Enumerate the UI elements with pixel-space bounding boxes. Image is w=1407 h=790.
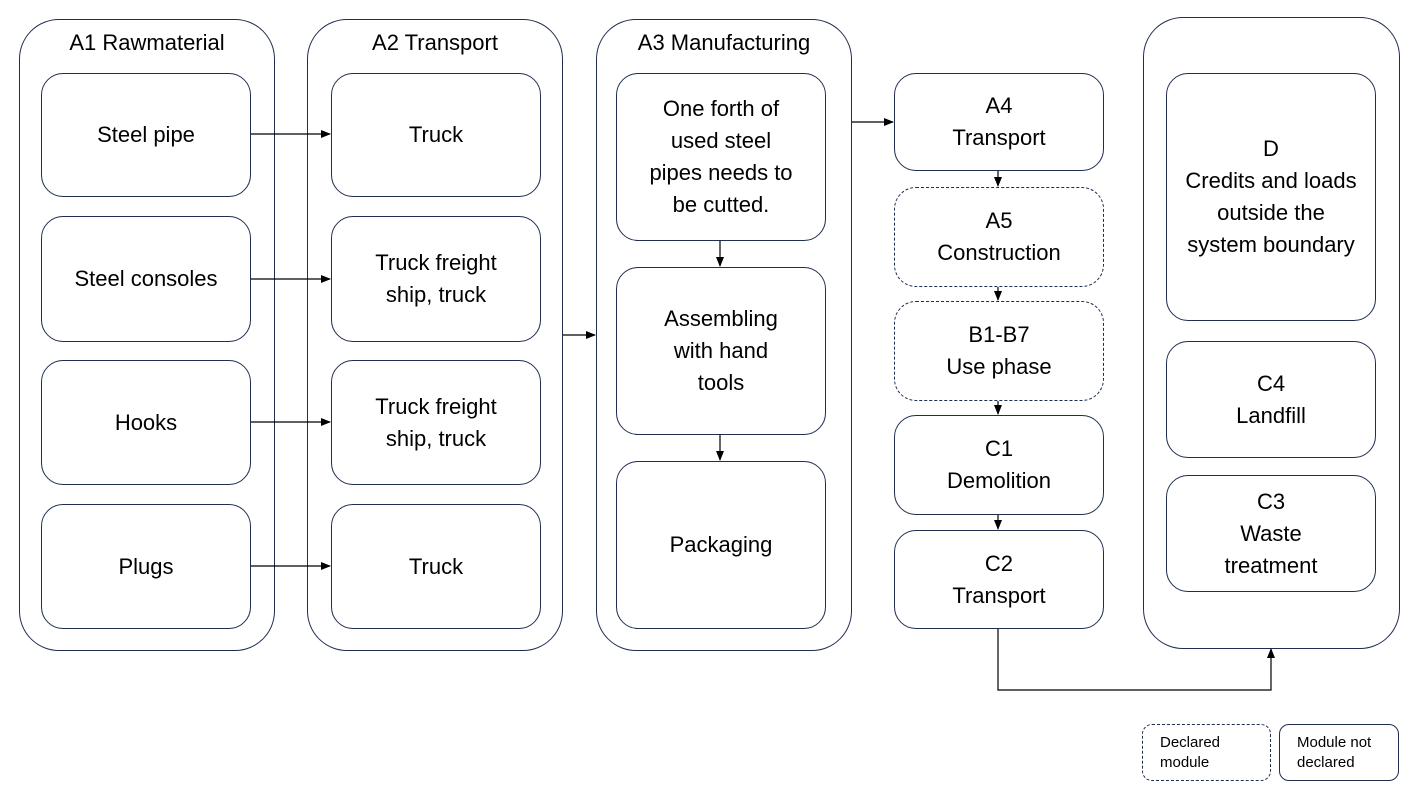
chain-c1-demolition: C1 Demolition — [894, 415, 1104, 515]
group-title-a1: A1 Rawmaterial — [69, 30, 225, 55]
a2-truck-freight-ship-2: Truck freight ship, truck — [331, 360, 541, 485]
a3-cutting-pipes: One forth of used steel pipes needs to b… — [616, 73, 826, 241]
a1-steel-consoles: Steel consoles — [41, 216, 251, 342]
chain-a4-transport: A4 Transport — [894, 73, 1104, 171]
end-d-credits-loads: D Credits and loads outside the system b… — [1166, 73, 1376, 321]
end-c3-waste-treatment: C3 Waste treatment — [1166, 475, 1376, 592]
a2-truck-1: Truck — [331, 73, 541, 197]
chain-b1-b7-use-phase: B1-B7 Use phase — [894, 301, 1104, 401]
legend-declared-module: Declared module — [1142, 724, 1271, 781]
legend-module-not-declared: Module not declared — [1279, 724, 1399, 781]
end-c4-landfill: C4 Landfill — [1166, 341, 1376, 458]
group-a1-rawmaterial: A1 Rawmaterial — [19, 19, 275, 651]
a1-hooks: Hooks — [41, 360, 251, 485]
group-title-a3: A3 Manufacturing — [637, 30, 811, 55]
a1-steel-pipe: Steel pipe — [41, 73, 251, 197]
a3-packaging: Packaging — [616, 461, 826, 629]
a1-plugs: Plugs — [41, 504, 251, 629]
a2-truck-freight-ship-1: Truck freight ship, truck — [331, 216, 541, 342]
group-a2-transport: A2 Transport — [307, 19, 563, 651]
a2-truck-2: Truck — [331, 504, 541, 629]
group-title-a2: A2 Transport — [372, 30, 498, 55]
chain-a5-construction: A5 Construction — [894, 187, 1104, 287]
chain-c2-transport: C2 Transport — [894, 530, 1104, 629]
a3-assembling: Assembling with hand tools — [616, 267, 826, 435]
group-a3-manufacturing: A3 Manufacturing — [596, 19, 852, 651]
